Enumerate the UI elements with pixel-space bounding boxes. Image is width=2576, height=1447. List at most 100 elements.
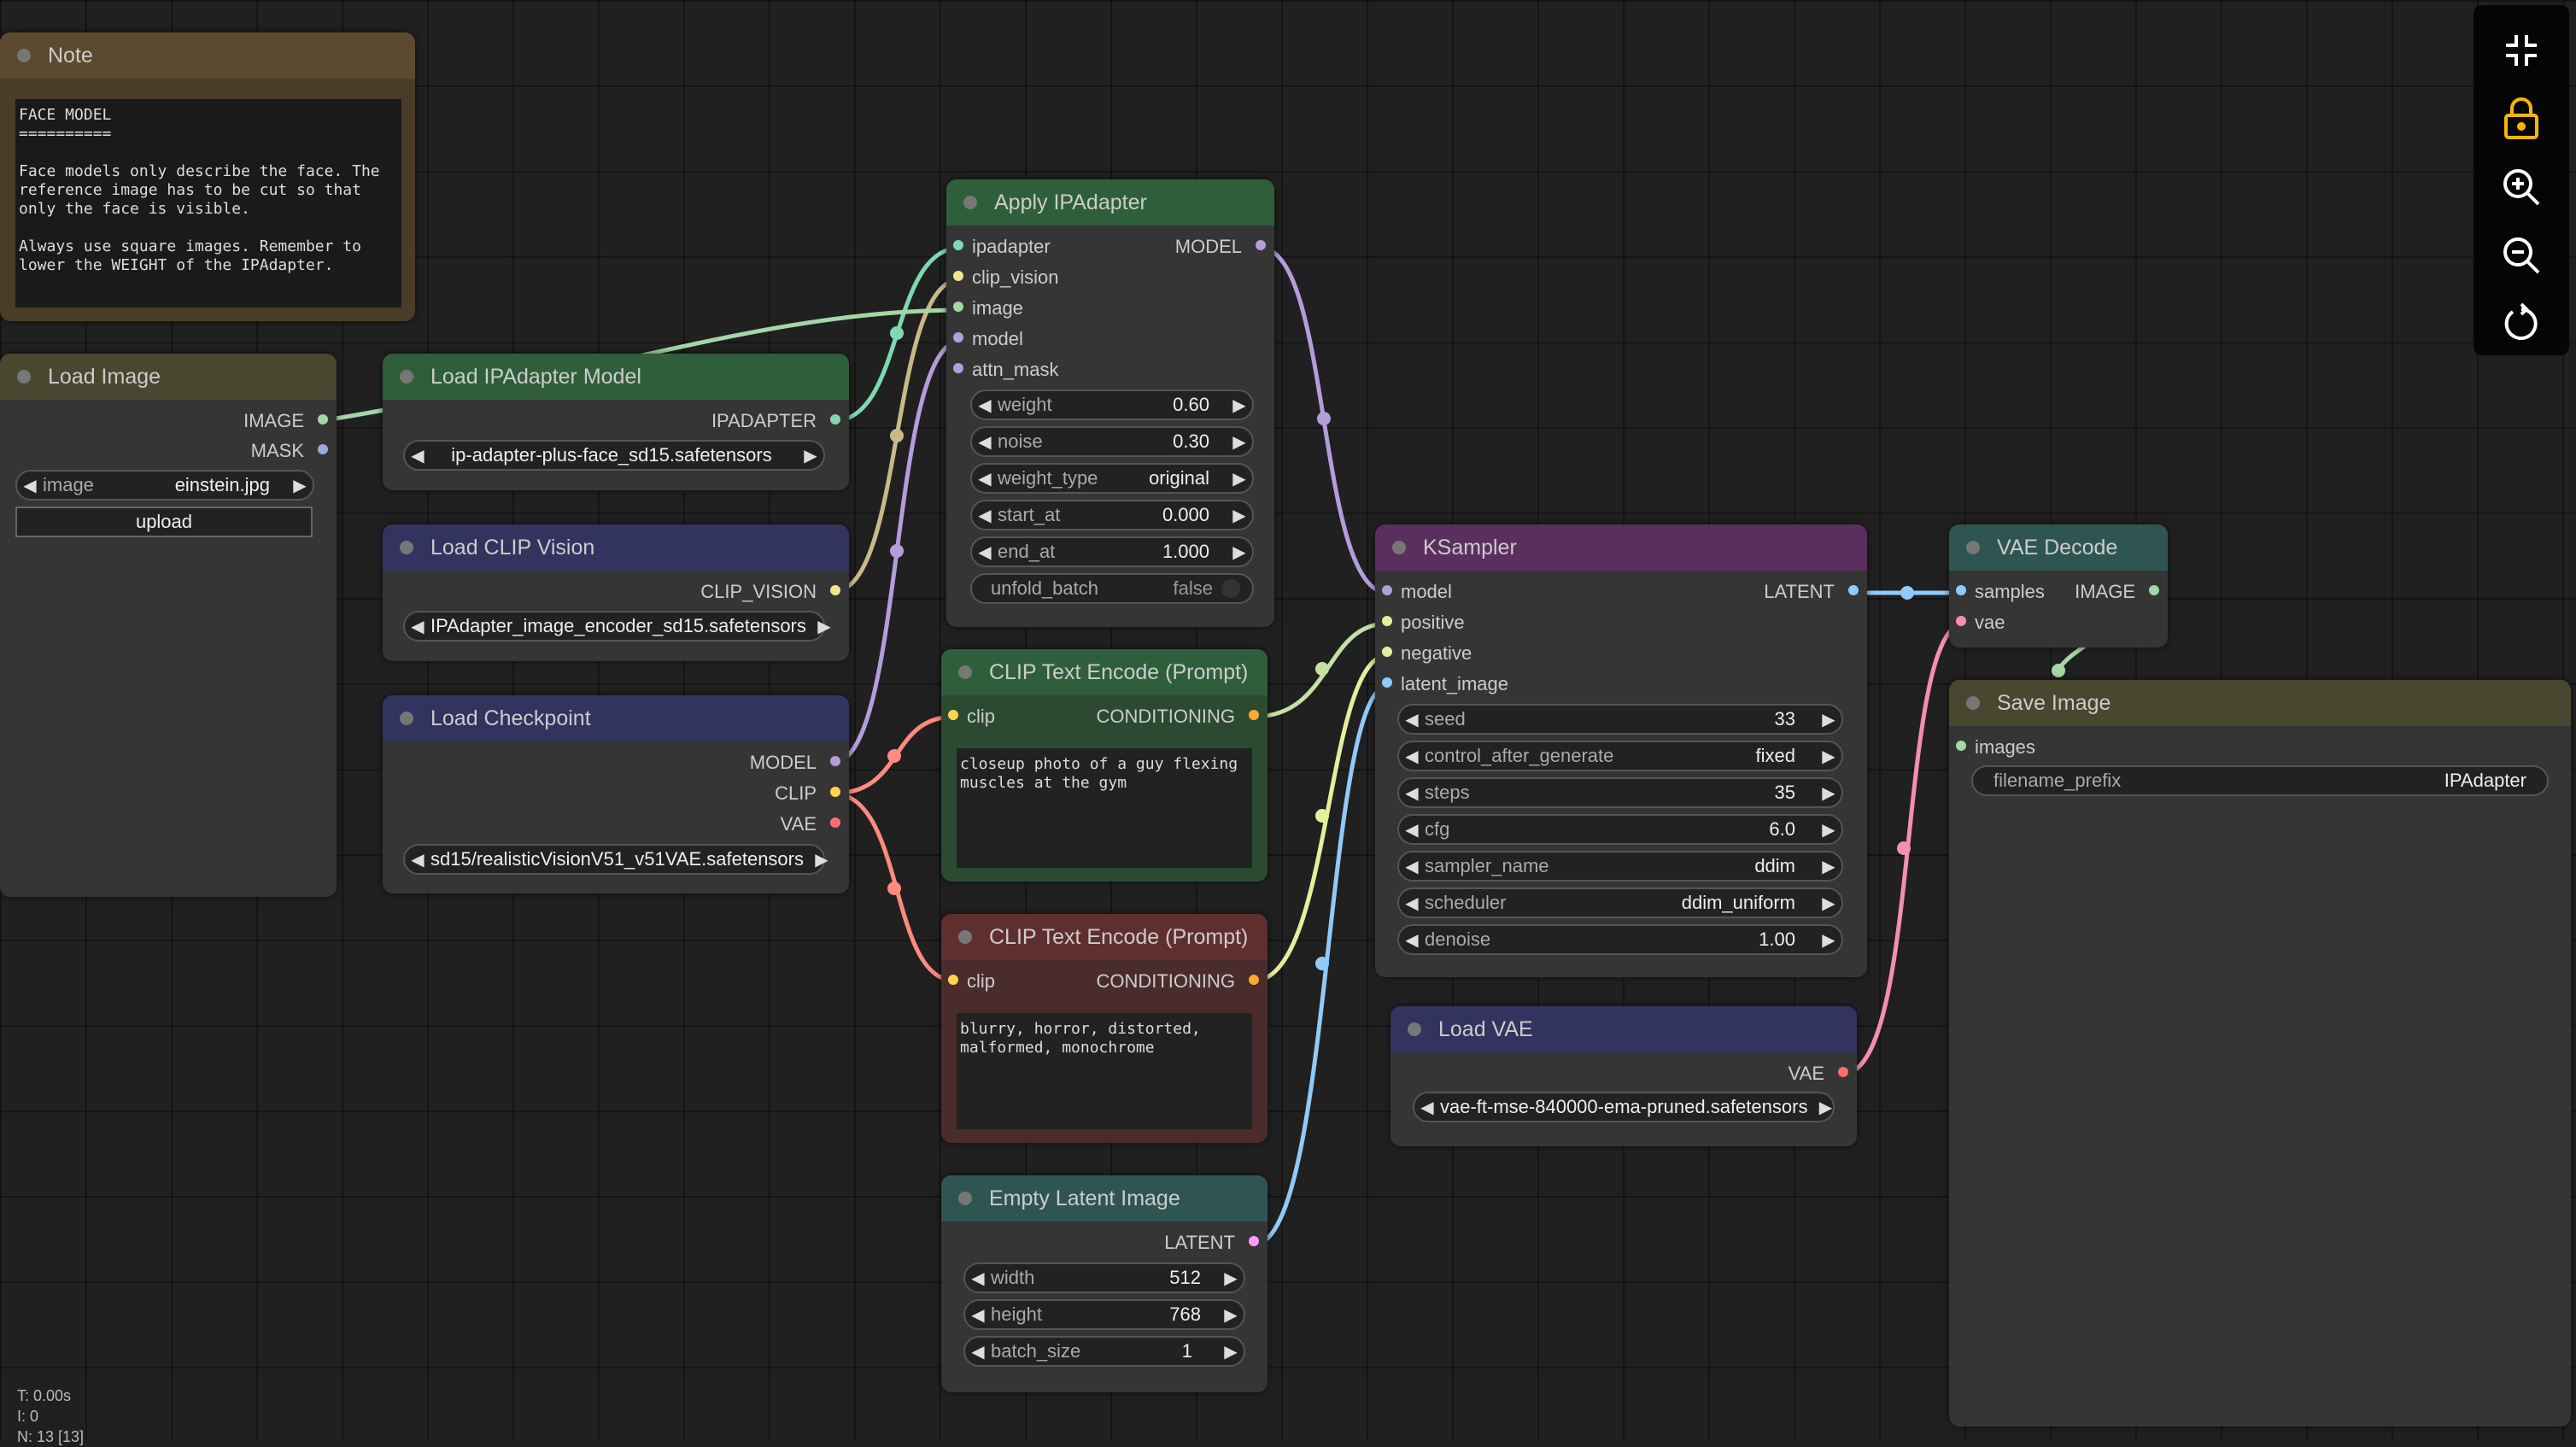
unfold-batch-toggle[interactable]: unfold_batch false xyxy=(970,573,1254,604)
apply-ipadapter-node[interactable]: Apply IPAdapter ipadapter MODEL clip_vis… xyxy=(946,179,1274,627)
arrow-right-icon[interactable]: ▶ xyxy=(1822,747,1835,766)
zoom-in-button[interactable] xyxy=(2474,157,2569,217)
slot-dot[interactable] xyxy=(1956,585,1966,595)
collapse-dot-icon[interactable] xyxy=(1966,696,1980,710)
lock-button[interactable] xyxy=(2474,89,2569,149)
height-widget[interactable]: ◀ height 768 ▶ xyxy=(963,1299,1245,1330)
node-title-bar[interactable]: KSampler xyxy=(1375,524,1867,571)
arrow-left-icon[interactable]: ◀ xyxy=(978,395,992,415)
arrow-right-icon[interactable]: ▶ xyxy=(1232,506,1246,525)
arrow-right-icon[interactable]: ▶ xyxy=(1822,783,1835,803)
sampler-name-widget[interactable]: ◀ sampler_name ddim ▶ xyxy=(1397,851,1843,882)
node-title-bar[interactable]: CLIP Text Encode (Prompt) xyxy=(941,649,1268,695)
arrow-right-icon[interactable]: ▶ xyxy=(1822,710,1835,729)
end-at-widget[interactable]: ◀ end_at 1.000 ▶ xyxy=(970,536,1254,567)
arrow-left-icon[interactable]: ◀ xyxy=(411,446,424,466)
collapse-dot-icon[interactable] xyxy=(1966,541,1980,554)
input-vae[interactable]: vae xyxy=(1949,612,2005,634)
collapse-dot-icon[interactable] xyxy=(17,49,31,62)
image-combo[interactable]: ◀ image einstein.jpg ▶ xyxy=(15,470,314,501)
collapse-dot-icon[interactable] xyxy=(400,541,413,554)
node-title-bar[interactable]: Note xyxy=(0,32,415,79)
slot-dot[interactable] xyxy=(1382,647,1392,657)
slot-dot[interactable] xyxy=(1249,1236,1259,1246)
input-clip-vision[interactable]: clip_vision xyxy=(946,267,1059,289)
output-latent[interactable]: LATENT xyxy=(1164,1232,1261,1254)
slot-dot[interactable] xyxy=(1956,616,1966,626)
collapse-dot-icon[interactable] xyxy=(958,665,972,679)
arrow-right-icon[interactable]: ▶ xyxy=(1232,469,1246,489)
node-title-bar[interactable]: VAE Decode xyxy=(1949,524,2168,571)
node-title-bar[interactable]: Save Image xyxy=(1949,680,2571,726)
node-title-bar[interactable]: Load Image xyxy=(0,354,337,400)
collapse-dot-icon[interactable] xyxy=(400,370,413,384)
input-latent-image[interactable]: latent_image xyxy=(1375,673,1508,695)
slot-dot[interactable] xyxy=(830,756,840,766)
arrow-right-icon[interactable]: ▶ xyxy=(1232,432,1246,452)
output-image[interactable]: IMAGE xyxy=(2075,581,2161,603)
input-positive[interactable]: positive xyxy=(1375,612,1465,634)
start-at-widget[interactable]: ◀ start_at 0.000 ▶ xyxy=(970,500,1254,530)
output-clip-vision[interactable]: CLIP_VISION xyxy=(700,581,842,603)
input-attn-mask[interactable]: attn_mask xyxy=(946,359,1059,381)
arrow-right-icon[interactable]: ▶ xyxy=(1822,930,1835,950)
output-model[interactable]: MODEL xyxy=(750,752,842,774)
node-title-bar[interactable]: CLIP Text Encode (Prompt) xyxy=(941,914,1268,960)
collapse-dot-icon[interactable] xyxy=(958,930,972,944)
slot-dot[interactable] xyxy=(1249,710,1259,720)
zoom-out-button[interactable] xyxy=(2474,226,2569,285)
arrow-left-icon[interactable]: ◀ xyxy=(971,1342,985,1362)
filename-prefix-field[interactable]: filename_prefix IPAdapter xyxy=(1971,765,2549,796)
output-conditioning[interactable]: CONDITIONING xyxy=(1096,970,1261,993)
control-after-generate-widget[interactable]: ◀ control_after_generate fixed ▶ xyxy=(1397,741,1843,771)
slot-dot[interactable] xyxy=(1256,240,1266,250)
save-image-node[interactable]: Save Image images filename_prefix IPAdap… xyxy=(1949,680,2571,1426)
slot-dot[interactable] xyxy=(1956,741,1966,751)
output-mask[interactable]: MASK xyxy=(251,440,330,462)
arrow-left-icon[interactable]: ◀ xyxy=(1405,820,1419,840)
node-title-bar[interactable]: Apply IPAdapter xyxy=(946,179,1274,226)
slot-dot[interactable] xyxy=(953,302,963,312)
arrow-right-icon[interactable]: ▶ xyxy=(293,476,307,495)
node-title-bar[interactable]: Empty Latent Image xyxy=(941,1175,1268,1221)
slot-dot[interactable] xyxy=(1838,1067,1848,1077)
slot-dot[interactable] xyxy=(1382,677,1392,688)
negative-prompt-textarea[interactable]: blurry, horror, distorted, malformed, mo… xyxy=(957,1013,1252,1129)
slot-dot[interactable] xyxy=(1382,616,1392,626)
arrow-left-icon[interactable]: ◀ xyxy=(1420,1098,1434,1117)
output-ipadapter[interactable]: IPADAPTER xyxy=(711,410,842,432)
input-clip[interactable]: clip xyxy=(941,706,995,728)
input-negative[interactable]: negative xyxy=(1375,642,1472,665)
input-ipadapter[interactable]: ipadapter xyxy=(946,236,1051,258)
node-title-bar[interactable]: Load VAE xyxy=(1390,1006,1857,1052)
toggle-knob-icon[interactable] xyxy=(1221,579,1240,598)
note-text[interactable]: FACE MODEL ========== Face models only d… xyxy=(15,99,401,308)
input-images[interactable]: images xyxy=(1949,736,2035,759)
slot-dot[interactable] xyxy=(830,585,840,595)
arrow-left-icon[interactable]: ◀ xyxy=(978,542,992,562)
input-clip[interactable]: clip xyxy=(941,970,995,993)
arrow-left-icon[interactable]: ◀ xyxy=(1405,710,1419,729)
scheduler-widget[interactable]: ◀ scheduler ddim_uniform ▶ xyxy=(1397,888,1843,918)
collapse-dot-icon[interactable] xyxy=(963,196,977,209)
arrow-right-icon[interactable]: ▶ xyxy=(1818,1098,1833,1117)
note-node[interactable]: Note FACE MODEL ========== Face models o… xyxy=(0,32,415,321)
slot-dot[interactable] xyxy=(830,817,840,828)
arrow-right-icon[interactable]: ▶ xyxy=(1224,1268,1238,1288)
vae-decode-node[interactable]: VAE Decode samples IMAGE vae xyxy=(1949,524,2168,647)
slot-dot[interactable] xyxy=(830,787,840,797)
slot-dot[interactable] xyxy=(318,444,328,454)
collapse-button[interactable] xyxy=(2474,21,2569,80)
slot-dot[interactable] xyxy=(830,414,840,425)
collapse-dot-icon[interactable] xyxy=(17,370,31,384)
cfg-widget[interactable]: ◀ cfg 6.0 ▶ xyxy=(1397,814,1843,845)
output-conditioning[interactable]: CONDITIONING xyxy=(1096,706,1261,728)
input-model[interactable]: model xyxy=(946,328,1023,350)
steps-widget[interactable]: ◀ steps 35 ▶ xyxy=(1397,777,1843,808)
arrow-left-icon[interactable]: ◀ xyxy=(1405,783,1419,803)
upload-button[interactable]: upload xyxy=(15,507,313,537)
load-clip-vision-node[interactable]: Load CLIP Vision CLIP_VISION ◀ IPAdapter… xyxy=(383,524,849,661)
node-title-bar[interactable]: Load IPAdapter Model xyxy=(383,354,849,400)
output-image[interactable]: IMAGE xyxy=(243,410,330,432)
input-model[interactable]: model xyxy=(1375,581,1452,603)
